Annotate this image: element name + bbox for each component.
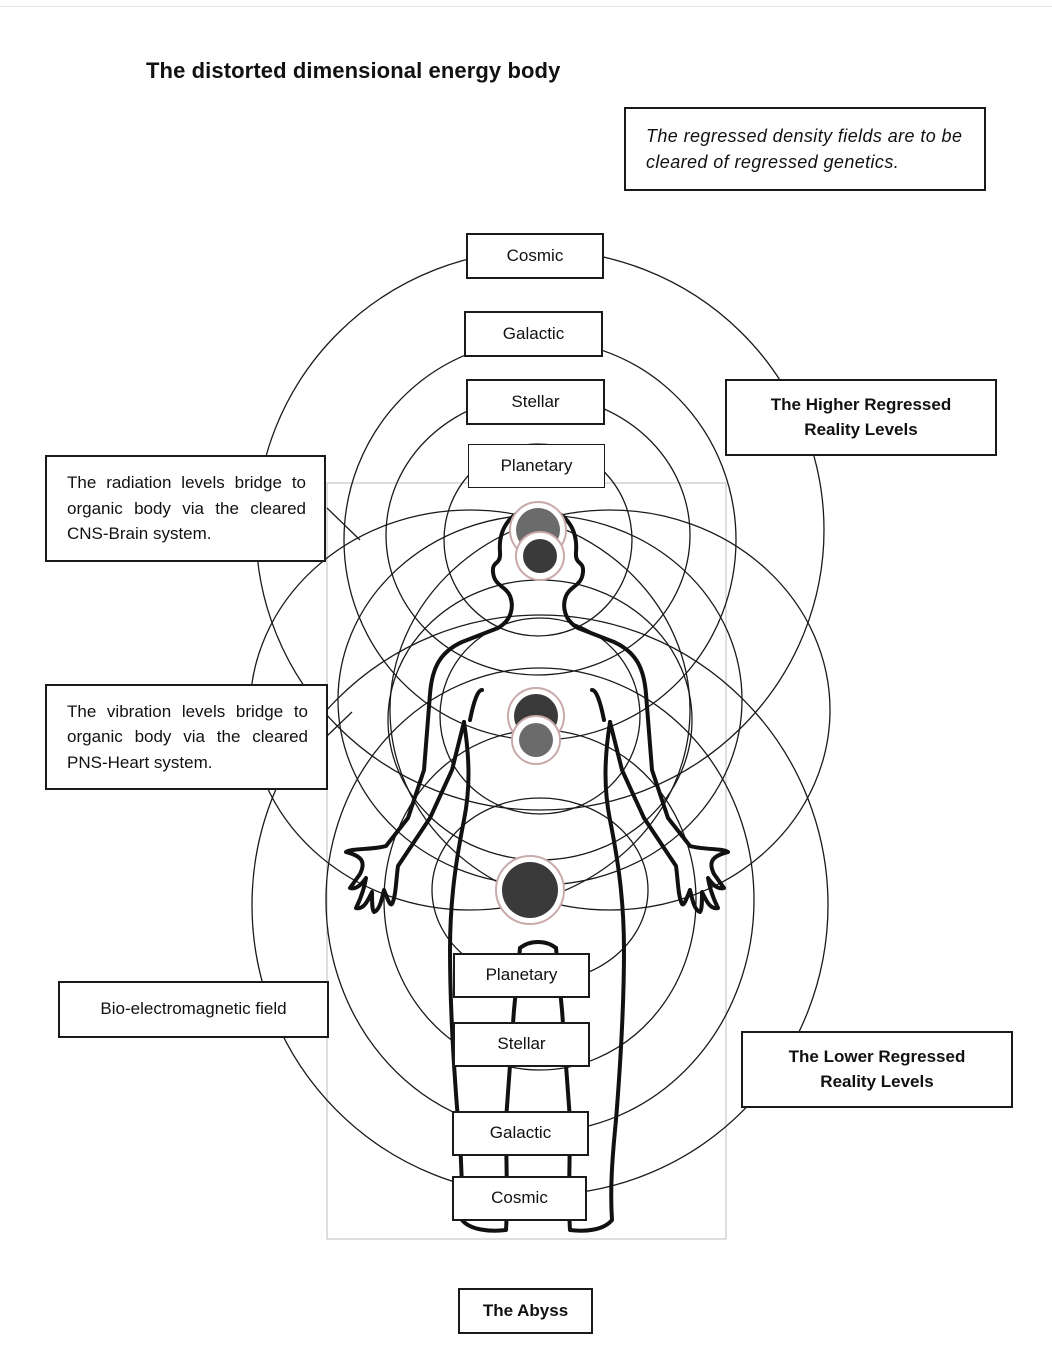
- lower-regressed-label-text: The Lower Regressed Reality Levels: [773, 1045, 981, 1094]
- regressed-fields-note: The regressed density fields are to be c…: [624, 107, 986, 191]
- higher-regressed-label: The Higher Regressed Reality Levels: [725, 379, 997, 456]
- upper-level-cosmic: Cosmic: [466, 233, 604, 279]
- radiation-levels-text: The radiation levels bridge to organic b…: [67, 470, 306, 547]
- bio-field-box: Bio-electromagnetic field: [58, 981, 329, 1038]
- abyss-text: The Abyss: [483, 1299, 568, 1324]
- chakra-head-icon: [510, 502, 566, 580]
- vibration-levels-box: The vibration levels bridge to organic b…: [45, 684, 328, 790]
- regressed-fields-note-text: The regressed density fields are to be c…: [646, 123, 964, 175]
- radiation-levels-box: The radiation levels bridge to organic b…: [45, 455, 326, 562]
- chakra-base-icon: [496, 856, 564, 924]
- lower-level-galactic: Galactic: [452, 1111, 589, 1156]
- abyss-box: The Abyss: [458, 1288, 593, 1334]
- bio-field-text: Bio-electromagnetic field: [100, 997, 286, 1022]
- right-field-arc: [390, 510, 830, 910]
- upper-level-planetary: Planetary: [468, 444, 605, 488]
- upper-level-stellar: Stellar: [466, 379, 605, 425]
- lower-regressed-label: The Lower Regressed Reality Levels: [741, 1031, 1013, 1108]
- upper-level-galactic: Galactic: [464, 311, 603, 357]
- higher-regressed-label-text: The Higher Regressed Reality Levels: [757, 393, 965, 442]
- chakra-heart-icon: [508, 688, 564, 764]
- vibration-levels-text: The vibration levels bridge to organic b…: [67, 699, 308, 776]
- lower-level-cosmic: Cosmic: [452, 1176, 587, 1221]
- lower-level-planetary: Planetary: [453, 953, 590, 998]
- lower-level-stellar: Stellar: [453, 1022, 590, 1067]
